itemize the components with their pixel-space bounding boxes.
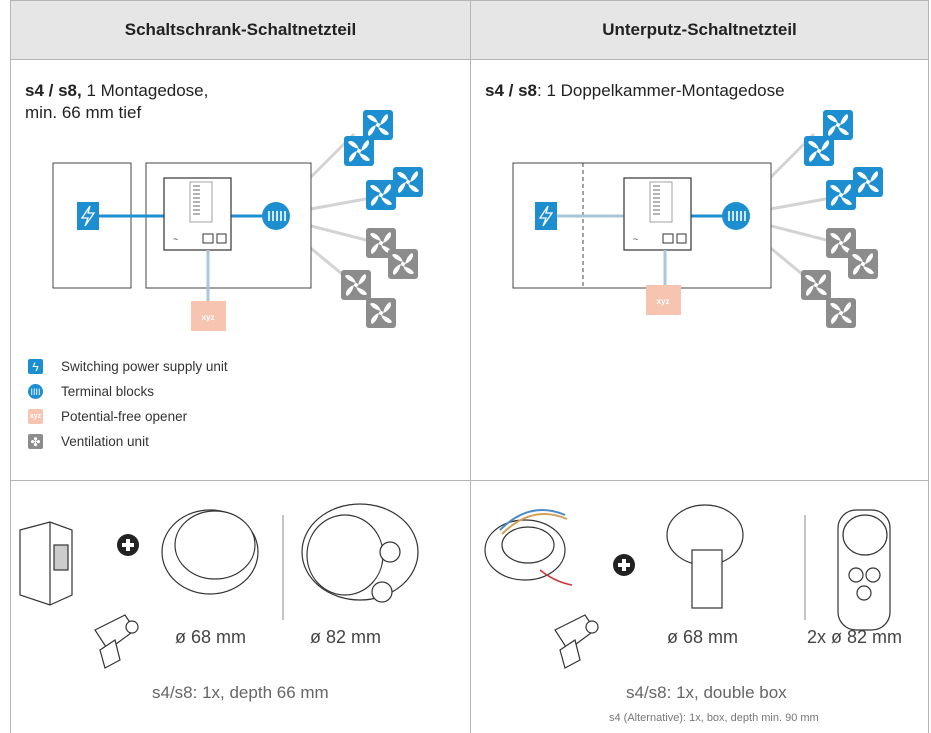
legend-label-power: Switching power supply unit (61, 359, 228, 374)
power-supply-icon (77, 202, 99, 230)
left-caption: s4/s8: 1x, depth 66 mm (152, 683, 329, 702)
right-products-illustration (484, 504, 891, 669)
cell-right-products (470, 480, 929, 733)
left-dim-68: ø 68 mm (175, 627, 247, 647)
right-dim-82: 2x ø 82 mm (807, 627, 903, 647)
power-supply-icon-right (535, 202, 557, 230)
terminal-block-icon-right (722, 202, 750, 230)
legend-item-power: ϟ Switching power supply unit (28, 359, 228, 374)
right-note: s4 (Alternative): 1x, box, depth min. 90… (609, 712, 819, 724)
left-title-bold: s4 / s8, (25, 81, 82, 100)
xyz-opener-icon-right (646, 285, 681, 315)
legend-item-opener: xyz Potential-free opener (28, 409, 188, 424)
legend-item-terminal: IIII Terminal blocks (28, 384, 155, 399)
legend-label-terminal: Terminal blocks (61, 384, 155, 399)
left-panel-title: s4 / s8, 1 Montagedose, min. 66 mm tief (25, 80, 208, 124)
lightning-icon: ϟ (28, 359, 43, 374)
header-left: Schaltschrank-Schaltnetzteil (10, 0, 471, 60)
svg-text:~: ~ (173, 234, 178, 244)
svg-text:~: ~ (633, 234, 638, 244)
legend-label-opener: Potential-free opener (61, 409, 188, 424)
legend-item-fan: ✤ Ventilation unit (28, 434, 149, 449)
xyz-opener-icon: xyz (28, 409, 43, 424)
right-title-rest: : 1 Doppelkammer-Montagedose (537, 81, 785, 100)
right-caption: s4/s8: 1x, double box (626, 683, 787, 702)
header-right: Unterputz-Schaltnetzteil (470, 0, 929, 60)
right-title-bold: s4 / s8 (485, 81, 537, 100)
left-dim-82: ø 82 mm (310, 627, 382, 647)
left-products-illustration (19, 503, 419, 669)
terminal-block-icon: IIII (28, 384, 43, 399)
right-dim-68: ø 68 mm (667, 627, 739, 647)
terminal-block-icon (262, 202, 290, 230)
left-title-rest: 1 Montagedose, (81, 81, 209, 100)
right-panel-title: s4 / s8: 1 Doppelkammer-Montagedose (485, 80, 785, 102)
right-wiring-diagram: ~ xyz (512, 110, 883, 328)
xyz-label-left: xyz (202, 313, 215, 322)
comparison-table: Schaltschrank-Schaltnetzteil Unterputz-S… (10, 0, 929, 733)
legend-label-fan: Ventilation unit (61, 434, 149, 449)
left-wiring-diagram: ~ xyz (52, 110, 423, 331)
xyz-opener-icon (191, 301, 226, 331)
fan-icon: ✤ (28, 434, 43, 449)
xyz-label-right: xyz (657, 297, 670, 306)
left-title-line2: min. 66 mm tief (25, 103, 142, 122)
